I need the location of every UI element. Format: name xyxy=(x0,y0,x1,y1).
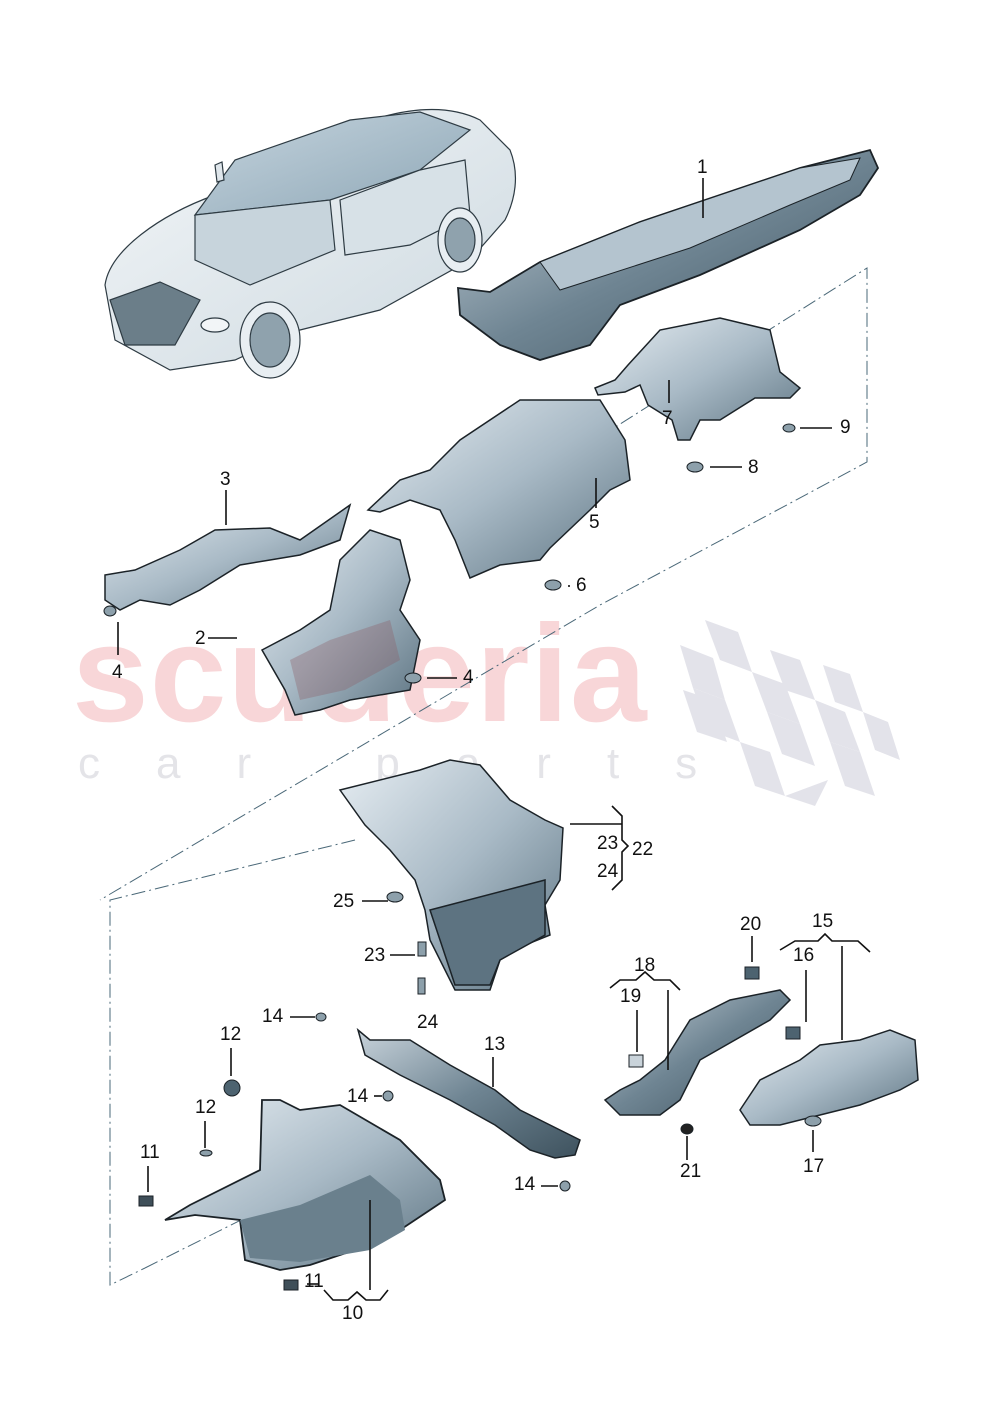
callout-2[interactable]: 2 xyxy=(195,628,206,649)
callout-11-bottom[interactable]: 11 xyxy=(304,1271,324,1292)
fastener-6 xyxy=(544,579,562,591)
part-22-heat-shield xyxy=(338,759,564,991)
callout-14-top[interactable]: 14 xyxy=(262,1006,284,1027)
fastener-25 xyxy=(386,891,404,903)
clip-12b xyxy=(199,1149,213,1157)
callout-1[interactable]: 1 xyxy=(697,157,708,178)
callout-18[interactable]: 18 xyxy=(634,955,656,976)
callout-6[interactable]: 6 xyxy=(576,575,587,596)
clipnut-19 xyxy=(628,1054,644,1068)
fastener-8 xyxy=(686,461,704,473)
callout-12-top[interactable]: 12 xyxy=(220,1024,242,1045)
fastener-4b xyxy=(404,672,422,684)
fasteners xyxy=(103,423,822,1291)
part-3-heat-shield xyxy=(104,503,352,611)
bolt-21 xyxy=(680,1123,694,1135)
callout-14-middle[interactable]: 14 xyxy=(347,1086,369,1107)
callout-13[interactable]: 13 xyxy=(484,1034,506,1055)
nut-17 xyxy=(804,1115,822,1127)
part-2-heat-shield xyxy=(260,529,421,716)
part-18-heat-shield xyxy=(603,989,792,1116)
nut-12a xyxy=(223,1079,241,1097)
bolt-14a xyxy=(315,1012,327,1022)
callout-16[interactable]: 16 xyxy=(793,945,815,966)
bolt-14c xyxy=(559,1180,571,1192)
part-13-heat-shield-strip xyxy=(356,1027,581,1159)
callout-19[interactable]: 19 xyxy=(620,986,642,1007)
callout-22[interactable]: 22 xyxy=(632,839,654,860)
clipnut-11a xyxy=(138,1195,154,1207)
clipnut-11b xyxy=(283,1279,299,1291)
callout-4-right[interactable]: 4 xyxy=(463,667,474,688)
part-10-heat-shield xyxy=(164,1099,447,1271)
callout-17[interactable]: 17 xyxy=(803,1156,825,1177)
fastener-4a xyxy=(103,605,117,617)
callout-11-left[interactable]: 11 xyxy=(140,1142,160,1163)
callout-5[interactable]: 5 xyxy=(589,512,600,533)
clip-23 xyxy=(417,941,427,957)
callout-4-left[interactable]: 4 xyxy=(112,662,123,683)
callout-8[interactable]: 8 xyxy=(748,457,759,478)
callout-3[interactable]: 3 xyxy=(220,469,231,490)
part-15-heat-shield xyxy=(739,1029,919,1126)
callout-10[interactable]: 10 xyxy=(342,1303,364,1324)
reference-car-illustration xyxy=(104,109,516,379)
callout-7[interactable]: 7 xyxy=(662,408,673,429)
bolt-14b xyxy=(382,1090,394,1102)
callout-24[interactable]: 24 xyxy=(417,1012,439,1033)
clip-24 xyxy=(417,977,426,995)
callout-23-bracket[interactable]: 23 xyxy=(597,833,619,854)
callout-21[interactable]: 21 xyxy=(680,1161,702,1182)
leader-lines xyxy=(117,178,871,1301)
callout-23[interactable]: 23 xyxy=(364,945,386,966)
callout-14-bottom[interactable]: 14 xyxy=(514,1174,536,1195)
callout-20[interactable]: 20 xyxy=(740,914,762,935)
part-1-tunnel-heat-shield xyxy=(457,148,880,361)
clipnut-20 xyxy=(744,966,760,980)
part-5-heat-shield xyxy=(366,399,631,579)
callout-12-lower[interactable]: 12 xyxy=(195,1097,217,1118)
callout-15[interactable]: 15 xyxy=(812,911,834,932)
clipnut-16 xyxy=(785,1026,801,1040)
fastener-9 xyxy=(782,423,796,433)
callout-9[interactable]: 9 xyxy=(840,417,851,438)
checker-flag-watermark xyxy=(680,620,900,806)
part-7-heat-shield xyxy=(594,317,802,441)
callout-25[interactable]: 25 xyxy=(333,891,355,912)
callout-24-bracket[interactable]: 24 xyxy=(597,861,619,882)
